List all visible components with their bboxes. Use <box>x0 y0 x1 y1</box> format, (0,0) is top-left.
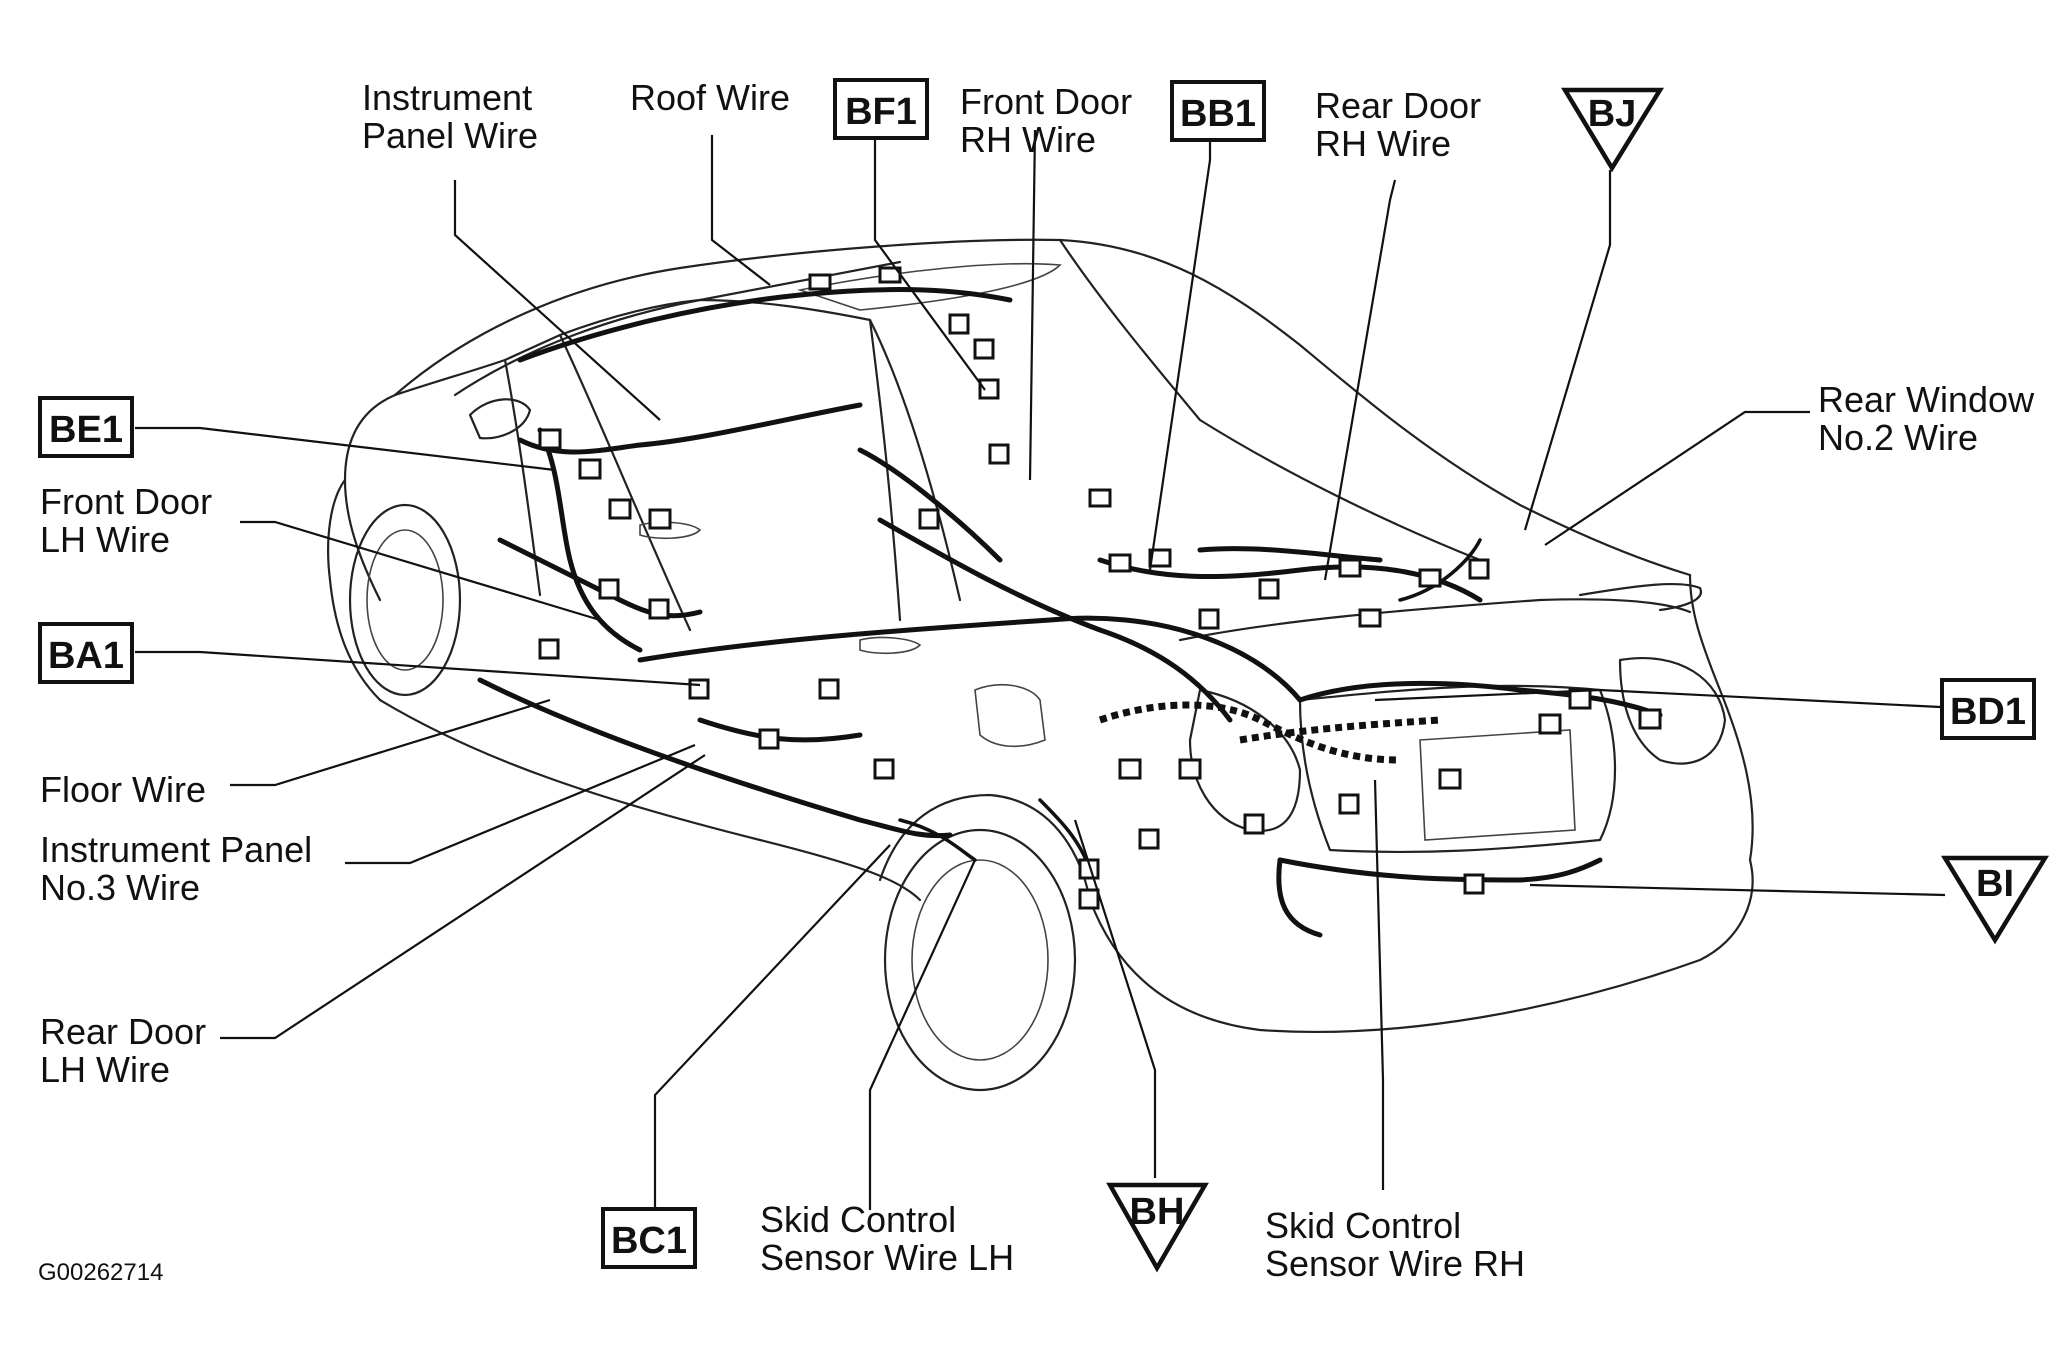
label-rear-door-rh-wire: Rear Door RH Wire <box>1315 85 1481 164</box>
svg-text:Roof Wire: Roof Wire <box>630 77 790 118</box>
svg-text:Front Door: Front Door <box>960 81 1132 122</box>
svg-text:BD1: BD1 <box>1950 691 2026 733</box>
svg-text:Front Door: Front Door <box>40 481 212 522</box>
svg-text:BA1: BA1 <box>48 635 124 677</box>
svg-text:BJ: BJ <box>1588 93 1637 135</box>
leader-lines <box>135 129 1946 1210</box>
svg-text:LH Wire: LH Wire <box>40 1049 170 1090</box>
svg-text:LH Wire: LH Wire <box>40 519 170 560</box>
svg-text:No.3 Wire: No.3 Wire <box>40 867 200 908</box>
car-body-outline <box>327 238 1754 1092</box>
ground-point-bh: BH <box>1106 1182 1209 1273</box>
svg-text:Rear Door: Rear Door <box>40 1011 206 1052</box>
connector-code-be1: BE1 <box>38 396 134 458</box>
connector-code-bd1: BD1 <box>1940 678 2036 740</box>
label-skid-control-sensor-wire-rh: Skid Control Sensor Wire RH <box>1265 1205 1525 1284</box>
harness-connectors <box>538 266 1662 910</box>
svg-text:Instrument Panel: Instrument Panel <box>40 829 312 870</box>
svg-text:RH Wire: RH Wire <box>960 119 1096 160</box>
connector-code-bc1: BC1 <box>601 1207 697 1269</box>
wire-harnesses <box>477 287 1663 938</box>
svg-text:BI: BI <box>1976 863 2014 905</box>
svg-text:Rear Door: Rear Door <box>1315 85 1481 126</box>
label-instrument-panel-wire: Instrument Panel Wire <box>362 77 538 156</box>
svg-text:BE1: BE1 <box>49 409 123 451</box>
figure-id: G00262714 <box>38 1259 163 1286</box>
svg-text:Skid Control: Skid Control <box>760 1199 956 1240</box>
connector-code-bb1: BB1 <box>1170 80 1266 142</box>
connector-code-bf1: BF1 <box>833 78 929 140</box>
label-instrument-panel-no3-wire: Instrument Panel No.3 Wire <box>40 829 312 908</box>
label-floor-wire: Floor Wire <box>40 769 206 810</box>
svg-text:BC1: BC1 <box>611 1220 687 1262</box>
svg-text:BF1: BF1 <box>845 91 917 133</box>
svg-text:RH Wire: RH Wire <box>1315 123 1451 164</box>
label-rear-window-no2-wire: Rear Window No.2 Wire <box>1818 379 2035 458</box>
svg-text:BB1: BB1 <box>1180 93 1256 135</box>
connector-code-ba1: BA1 <box>38 622 134 684</box>
label-front-door-rh-wire: Front Door RH Wire <box>960 81 1132 160</box>
svg-text:Panel Wire: Panel Wire <box>362 115 538 156</box>
svg-text:Rear Window: Rear Window <box>1818 379 2035 420</box>
svg-text:Sensor Wire LH: Sensor Wire LH <box>760 1237 1014 1278</box>
ground-point-bj: BJ <box>1561 87 1665 173</box>
svg-text:No.2 Wire: No.2 Wire <box>1818 417 1978 458</box>
label-roof-wire: Roof Wire <box>630 77 790 118</box>
svg-text:BH: BH <box>1130 1191 1185 1233</box>
svg-text:Skid Control: Skid Control <box>1265 1205 1461 1246</box>
ground-point-bi: BI <box>1940 855 2050 945</box>
label-rear-door-lh-wire: Rear Door LH Wire <box>40 1011 206 1090</box>
label-skid-control-sensor-wire-lh: Skid Control Sensor Wire LH <box>760 1199 1014 1278</box>
svg-text:Floor Wire: Floor Wire <box>40 769 206 810</box>
svg-text:Instrument: Instrument <box>362 77 532 118</box>
label-front-door-lh-wire: Front Door LH Wire <box>40 481 212 560</box>
svg-text:Sensor Wire RH: Sensor Wire RH <box>1265 1243 1525 1284</box>
